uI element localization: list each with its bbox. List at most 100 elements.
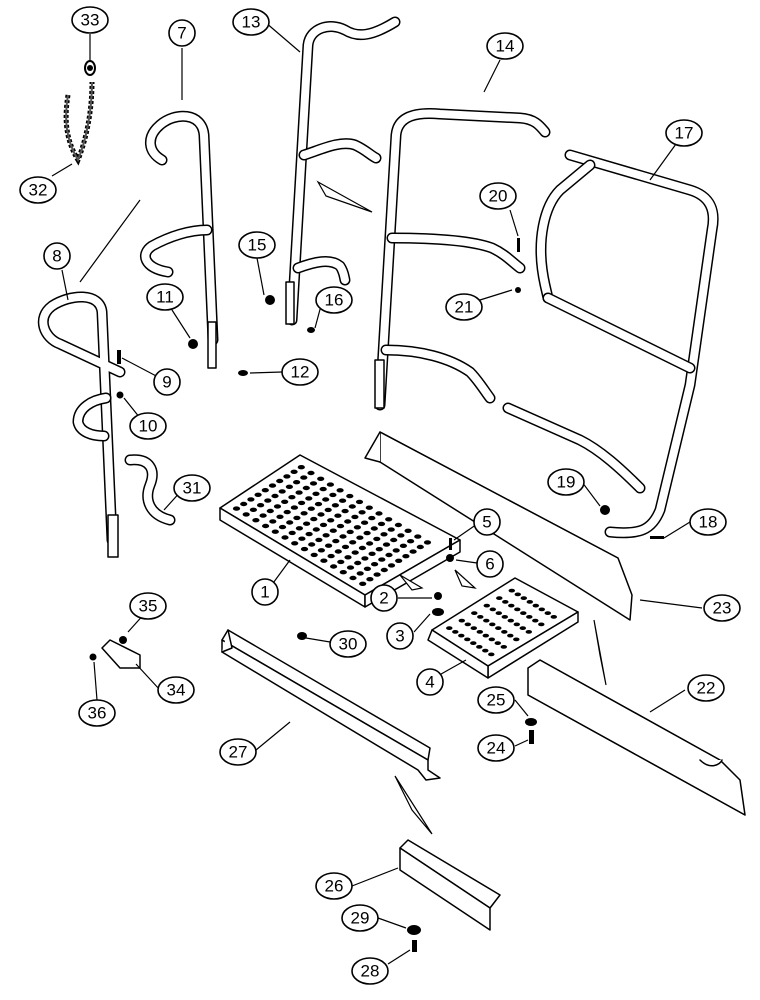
callout-20: 20: [479, 182, 517, 210]
washer-3: [432, 608, 444, 616]
bolt-9: [117, 350, 121, 364]
grating-hole: [305, 531, 313, 537]
grating-hole: [519, 626, 526, 630]
assembly-pointers: [79, 180, 607, 835]
grating-hole: [494, 641, 501, 645]
hardware-items: [87, 65, 664, 952]
grating-hole: [351, 550, 359, 555]
grating-hole: [319, 486, 327, 492]
svg-text:8: 8: [52, 247, 61, 266]
callout-7: 7: [168, 19, 196, 47]
grating-hole: [295, 526, 303, 531]
callout-16: 16: [315, 286, 353, 314]
grating-hole: [361, 556, 369, 561]
grating-part-4: [427, 577, 579, 679]
nut-11: [188, 339, 198, 349]
grating-hole: [300, 511, 308, 516]
grating-hole: [332, 538, 340, 544]
grating-hole: [458, 618, 465, 623]
grating-hole: [514, 592, 521, 597]
svg-text:13: 13: [242, 13, 261, 32]
grating-hole: [464, 622, 471, 627]
grating-hole: [320, 558, 328, 563]
chain-part-32: [63, 81, 95, 166]
grating-hole: [373, 536, 381, 542]
svg-text:20: 20: [489, 187, 508, 206]
bolt-30: [297, 632, 307, 640]
callout-33: 33: [71, 6, 109, 34]
svg-text:18: 18: [699, 513, 718, 532]
callout-21: 21: [445, 293, 483, 321]
grating-hole: [293, 480, 301, 485]
callout-36: 36: [78, 699, 116, 727]
callout-30: 30: [329, 630, 367, 658]
grating-hole: [496, 596, 503, 600]
grating-hole: [269, 519, 277, 524]
grating-hole: [240, 501, 248, 507]
grating-hole: [359, 581, 367, 586]
grating-hole: [346, 565, 355, 570]
grating-hole: [317, 512, 325, 517]
svg-text:31: 31: [183, 479, 202, 498]
grating-hole: [371, 562, 379, 567]
grating-hole: [339, 498, 347, 503]
grating-hole: [247, 497, 255, 502]
grating-hole: [337, 559, 345, 565]
callout-28: 28: [351, 957, 389, 985]
grating-hole: [482, 633, 489, 638]
leader-lines: [51, 21, 703, 965]
grating-hole: [513, 637, 520, 642]
grating-hole: [344, 555, 352, 560]
grating-hole: [273, 504, 282, 509]
callout-14: 14: [486, 32, 524, 60]
callout-22: 22: [687, 674, 725, 702]
callout-23: 23: [703, 594, 741, 622]
grating-hole: [520, 596, 527, 600]
callout-35: 35: [129, 592, 167, 620]
grating-hole: [446, 626, 453, 630]
svg-text:32: 32: [29, 181, 48, 200]
nut-21: [515, 287, 521, 293]
grating-hole: [495, 611, 502, 615]
step-plate-part-27: [221, 629, 441, 781]
grating-hole: [520, 611, 527, 615]
nut-15: [265, 295, 275, 305]
callout-3: 3: [386, 622, 414, 650]
grating-hole: [303, 521, 311, 526]
grating-hole: [298, 500, 306, 506]
grating-hole: [314, 501, 323, 507]
grating-hole: [495, 626, 502, 630]
grating-hole: [385, 517, 393, 522]
handrail-part-13: [285, 16, 401, 326]
grating-holes-1: [232, 465, 432, 586]
grating-hole: [416, 544, 424, 550]
grating-hole: [501, 615, 508, 619]
callout-8: 8: [43, 242, 71, 270]
grating-hole: [312, 527, 320, 532]
svg-text:4: 4: [425, 673, 434, 692]
grating-hole: [501, 630, 508, 634]
clip-33-dot: [87, 65, 93, 71]
grating-hole: [329, 528, 337, 533]
grating-hole: [268, 483, 277, 488]
callout-12: 12: [281, 358, 319, 386]
grating-hole: [322, 533, 330, 538]
grating-hole: [365, 505, 373, 510]
grating-hole: [290, 505, 298, 510]
grating-hole: [354, 560, 362, 566]
svg-text:6: 6: [485, 555, 494, 574]
grating-hole: [249, 507, 257, 512]
grating-hole: [329, 492, 337, 498]
svg-text:11: 11: [156, 288, 174, 307]
grating-hole: [476, 630, 483, 634]
grating-hole: [305, 496, 313, 501]
grating-hole: [293, 515, 301, 521]
grating-hole: [271, 493, 279, 499]
grating-hole: [538, 607, 545, 612]
grating-hole: [358, 510, 366, 515]
nut-19: [600, 505, 610, 515]
washer-36: [89, 653, 97, 661]
grating-hole: [532, 603, 539, 608]
svg-text:17: 17: [675, 124, 694, 143]
grating-hole: [319, 522, 328, 528]
